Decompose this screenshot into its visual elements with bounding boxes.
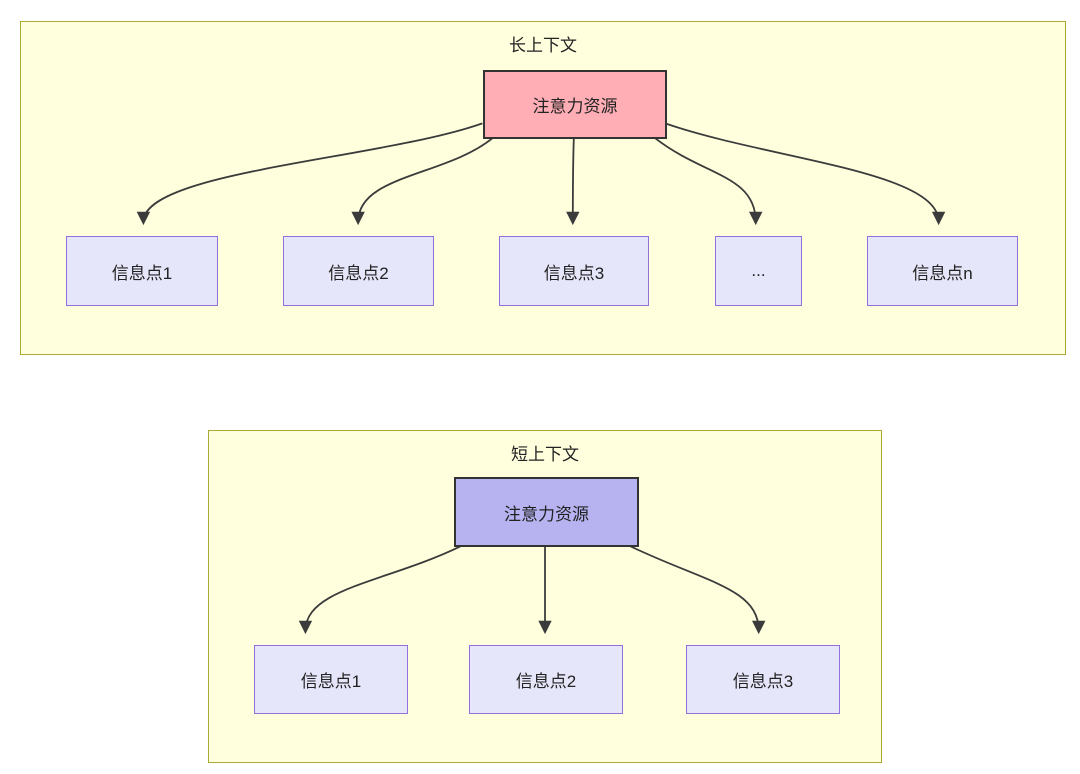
- info-node-1: 信息点1: [254, 645, 408, 714]
- arrow-to-info-dots: [654, 137, 763, 226]
- long-context-panel: 长上下文 注意力资源 信息点1 信息点2 信息点3 ... 信息点n: [20, 21, 1066, 355]
- long-context-title: 长上下文: [509, 36, 577, 55]
- arrow-to-info-3: [566, 138, 580, 226]
- info-node-3: 信息点3: [499, 236, 649, 306]
- arrow-to-info-1: [136, 122, 483, 226]
- arrow-to-info-3: [630, 545, 766, 635]
- info-node-3: 信息点3: [686, 645, 840, 714]
- info-node-1: 信息点1: [66, 236, 218, 306]
- short-context-title: 短上下文: [511, 445, 579, 464]
- arrow-to-info-n: [664, 122, 946, 226]
- arrow-to-info-2: [351, 137, 493, 226]
- attention-node-short: 注意力资源: [454, 477, 639, 547]
- info-node-2: 信息点2: [469, 645, 623, 714]
- info-node-2: 信息点2: [283, 236, 434, 306]
- attention-node-long: 注意力资源: [483, 70, 667, 139]
- arrow-to-info-1: [298, 545, 461, 635]
- info-node-ellipsis: ...: [715, 236, 802, 306]
- info-node-n: 信息点n: [867, 236, 1018, 306]
- short-context-panel: 短上下文 注意力资源 信息点1 信息点2 信息点3: [208, 430, 882, 763]
